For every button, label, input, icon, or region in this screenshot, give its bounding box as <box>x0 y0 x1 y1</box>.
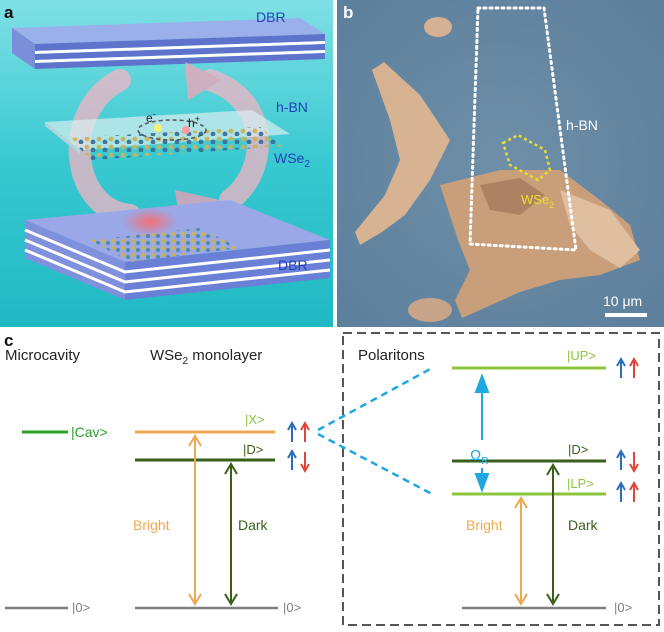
flake-spot-bottom <box>408 298 452 322</box>
coupling-lines <box>317 366 433 496</box>
rabi-splitting-sub: R <box>481 456 488 467</box>
scale-bar-label: 10 μm <box>603 293 642 309</box>
panel-b: b h-BN WSe2 10 μm <box>337 0 664 327</box>
hbn-label-b: h-BN <box>566 117 598 133</box>
wse2-label-sub: 2 <box>304 159 310 170</box>
panel-b-label: b <box>343 3 353 22</box>
column-microcavity: Microcavity <box>5 347 81 364</box>
ground-label-left-a: |0> <box>72 600 90 615</box>
dark-transition-left <box>224 462 238 606</box>
spin-arrows-dark-left <box>287 448 310 474</box>
scale-bar <box>605 313 647 317</box>
bright-transition-right <box>514 496 528 606</box>
spin-arrows-lp <box>616 480 639 502</box>
hbn-outline <box>468 6 578 252</box>
bright-label-left: Bright <box>133 517 170 533</box>
ground-label-left-b: |0> <box>283 600 301 615</box>
electron-label: e- <box>146 109 156 125</box>
dark-label-right: Dark <box>568 517 599 533</box>
polariton-box <box>342 332 660 626</box>
hole-label-main: h <box>188 116 195 130</box>
exciton-ring <box>137 119 207 141</box>
dark-level-left-label: |D> <box>243 442 263 457</box>
bright-transition-left <box>188 434 202 606</box>
flake-bright <box>560 190 640 268</box>
panel-c: c Microcavity WSe2 monolayer Polaritons … <box>4 331 660 626</box>
column-monolayer-main: WSe <box>150 347 183 364</box>
lower-polariton-label: |LP> <box>567 476 594 491</box>
dark-level-right-label: |D> <box>568 442 588 457</box>
electron-dot <box>154 124 162 132</box>
hbn-wse2-layer <box>45 110 290 160</box>
wse2-label-b-sub: 2 <box>549 200 554 210</box>
spin-arrows-dark-right <box>616 448 639 474</box>
electron-label-sup: - <box>153 109 156 119</box>
dark-transition-right <box>546 463 560 606</box>
column-monolayer: WSe2 monolayer <box>150 347 262 367</box>
flake-spot-top <box>424 17 452 37</box>
ground-label-right: |0> <box>614 600 632 615</box>
wse2-outline <box>501 133 552 182</box>
spin-arrows-up <box>616 356 639 378</box>
panel-a: a DBR h-BN WSe2 DBR e- h+ <box>0 0 333 327</box>
exciton-label: |X> <box>245 412 265 427</box>
wse2-label-b: WSe2 <box>521 192 554 210</box>
rabi-splitting-arrow <box>474 373 490 493</box>
column-polaritons: Polaritons <box>358 347 425 364</box>
panel-c-label: c <box>4 331 13 350</box>
dark-label-left: Dark <box>238 517 269 533</box>
wse2-label-b-main: WSe <box>521 192 549 207</box>
top-dbr-mirror <box>12 18 325 69</box>
wse2-label-main: WSe <box>274 150 305 166</box>
spin-arrows-exciton <box>287 420 310 442</box>
hole-label: h+ <box>188 114 200 130</box>
bottom-dbr-label: DBR <box>278 257 308 273</box>
hole-dot <box>182 126 190 134</box>
rabi-splitting-main: Ω <box>470 447 481 464</box>
flake-left <box>355 62 450 245</box>
panel-a-label: a <box>4 3 14 22</box>
hbn-label: h-BN <box>276 99 308 115</box>
column-monolayer-rest: monolayer <box>188 347 262 364</box>
rabi-splitting-label: ΩR <box>470 447 488 467</box>
top-dbr-label: DBR <box>256 9 286 25</box>
bottom-dbr-mirror <box>24 200 331 300</box>
wse2-label: WSe2 <box>274 150 310 170</box>
flake-dark <box>480 178 545 215</box>
electron-label-main: e <box>146 111 153 125</box>
hole-label-sup: + <box>195 114 200 124</box>
cavity-label: |Cav> <box>71 424 108 440</box>
bright-label-right: Bright <box>466 517 503 533</box>
upper-polariton-label: |UP> <box>567 348 596 363</box>
column-monolayer-sub: 2 <box>183 356 189 367</box>
